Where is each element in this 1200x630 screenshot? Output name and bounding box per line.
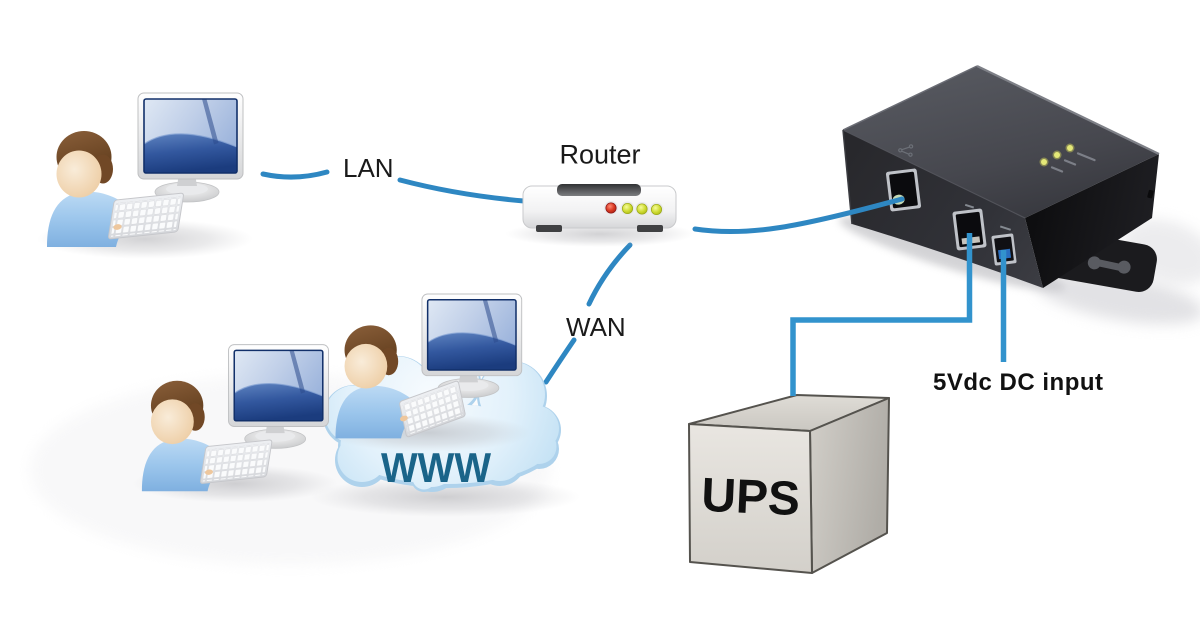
- svg-text:LAN: LAN: [343, 153, 394, 183]
- svg-text:UPS: UPS: [700, 469, 801, 526]
- svg-text:WAN: WAN: [566, 312, 626, 342]
- svg-text:Router: Router: [559, 140, 640, 170]
- svg-text:5Vdc DC input: 5Vdc DC input: [933, 369, 1104, 396]
- svg-text:WWW: WWW: [381, 444, 491, 491]
